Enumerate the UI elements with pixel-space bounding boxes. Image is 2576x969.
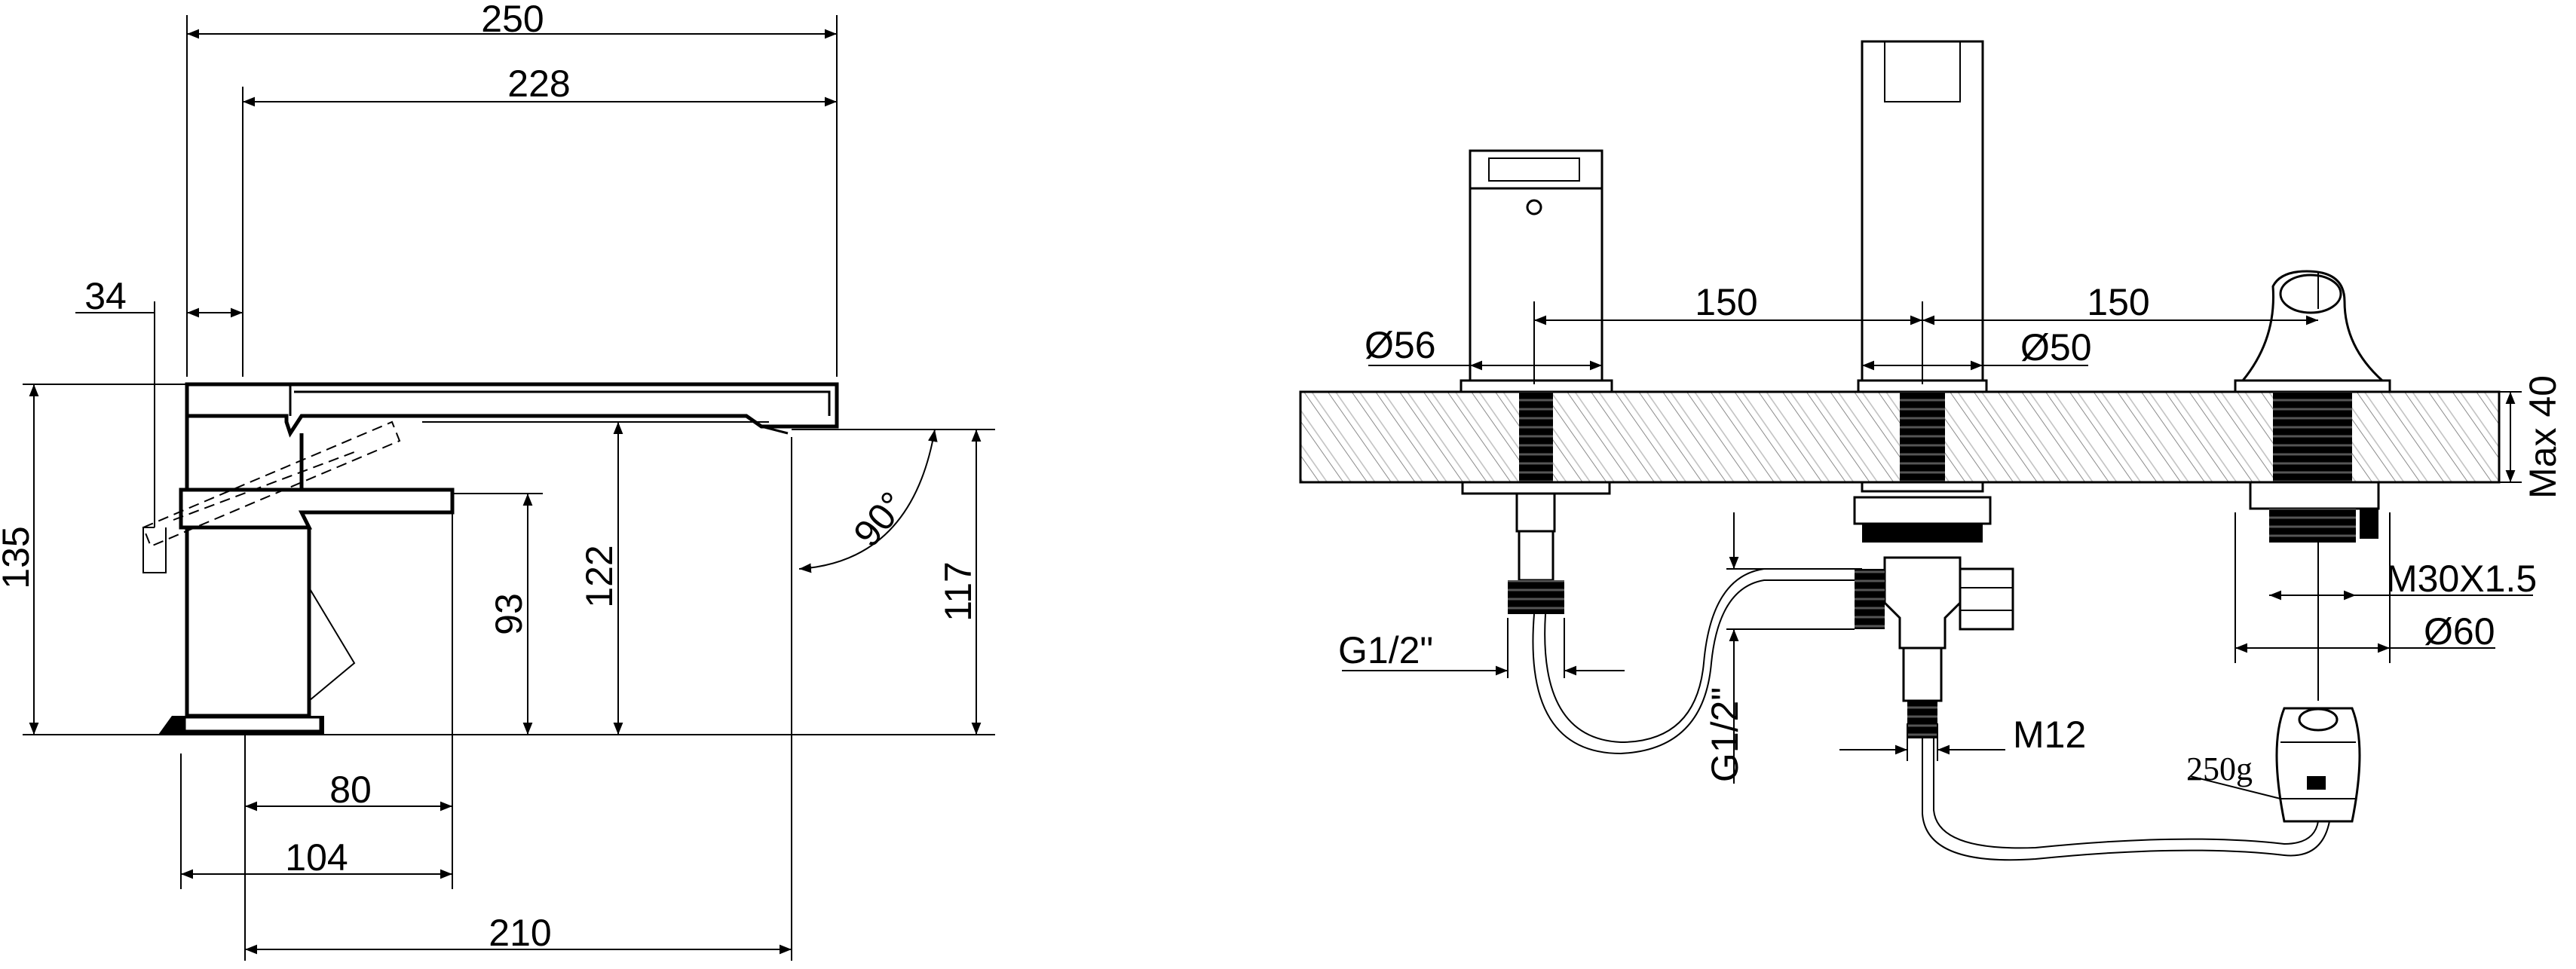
dim-shower-base-diameter: Ø60 — [2424, 610, 2495, 653]
faucet-body-side — [142, 382, 839, 735]
shower-outlet-right — [2234, 270, 2391, 823]
weight-label: 250g — [2186, 750, 2253, 787]
dim-lever-reach: 104 — [285, 836, 348, 879]
dim-lever-height: 93 — [488, 593, 530, 635]
handle-valve-left — [1460, 149, 1862, 755]
side-view: 250 228 34 135 122 93 117 90° 80 104 210 — [0, 0, 995, 961]
dim-outlet-thread: M12 — [2013, 714, 2086, 756]
dim-base-to-outlet: 210 — [489, 912, 551, 954]
installation-view: 150 150 Ø56 Ø50 Max 40 M30X1.5 Ø60 G1/2" — [1299, 40, 2564, 861]
dim-base-to-lever: 80 — [329, 769, 372, 811]
dim-inlet-thread-left: G1/2" — [1338, 629, 1433, 671]
dim-spacing-right: 150 — [2087, 281, 2149, 323]
hose-weight — [2275, 707, 2361, 823]
dim-rotation-angle: 90° — [845, 484, 914, 555]
dim-handle-diameter: Ø56 — [1365, 324, 1436, 366]
dim-lever-offset: 34 — [84, 275, 127, 317]
dim-spacing-left: 150 — [1695, 281, 1757, 323]
dim-spout-diameter: Ø50 — [2020, 326, 2092, 368]
dim-total-height: 135 — [0, 526, 37, 588]
dim-inlet-thread-vertical: G1/2" — [1704, 687, 1746, 782]
dim-max-deck-thickness: Max 40 — [2522, 375, 2564, 499]
dim-hose-thread: M30X1.5 — [2386, 558, 2537, 600]
dim-overall-length: 250 — [481, 0, 544, 40]
dim-spout-height: 122 — [578, 545, 620, 607]
dim-outlet-height: 117 — [937, 561, 979, 622]
dim-spout-length: 228 — [507, 63, 570, 105]
